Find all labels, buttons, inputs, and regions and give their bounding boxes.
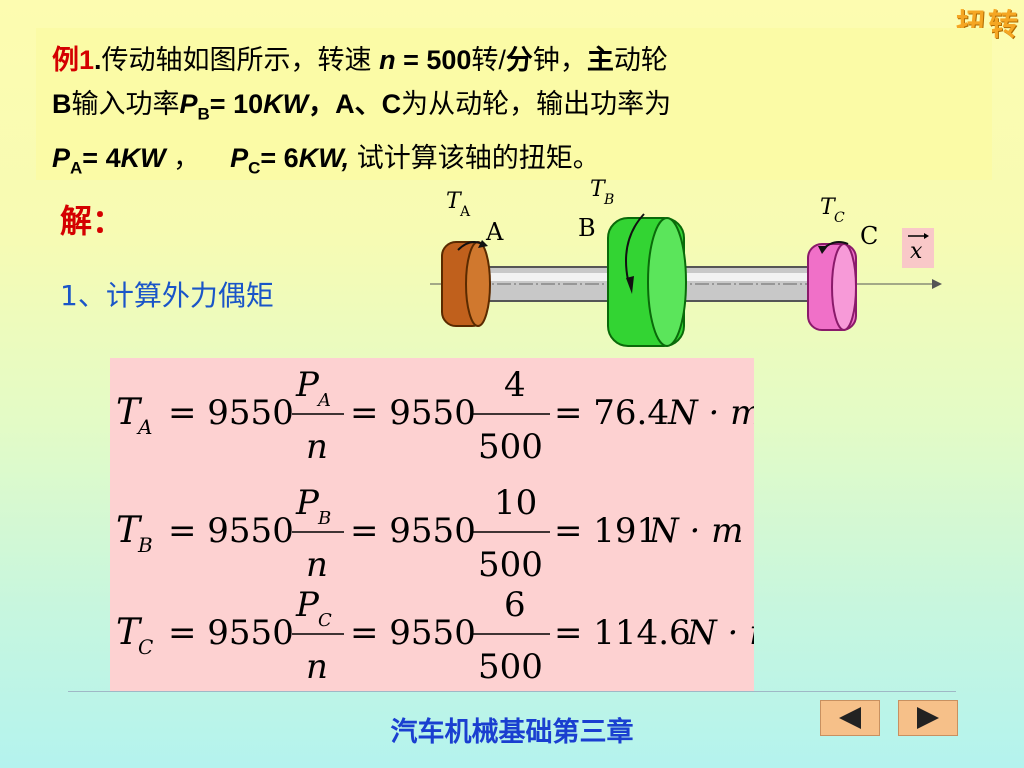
pulley-B (607, 213, 687, 347)
formula-den-n: n (306, 427, 328, 467)
formula-num-sub: A (316, 390, 331, 411)
formula-result: = 114.6 (554, 613, 691, 653)
axis-arrow (932, 279, 942, 289)
formula-coef: = 9550 (168, 511, 294, 551)
sub-A: A (70, 158, 83, 178)
footer-title: 汽车机械基础第三章 (390, 717, 634, 748)
text-seg: = 500 (395, 45, 472, 75)
unit-kw: KW (120, 143, 166, 174)
dot: . (94, 45, 102, 75)
text-seg: 主 (586, 45, 614, 75)
formula-unit: N · m (686, 613, 754, 653)
label-TC: T (820, 195, 837, 220)
text-seg: 传动轴如图所示，转速 (101, 45, 380, 75)
pulley-C (807, 241, 857, 331)
problem-statement: 例1.传动轴如图所示，转速 n = 500转/分钟，主动轮 B输入功率PB= 1… (36, 28, 992, 180)
formula-num-value: 6 (504, 585, 526, 625)
text-seg: 试计算该轴的扭矩。 (349, 143, 600, 174)
formula-num-value: 4 (504, 365, 526, 405)
text-seg: = 4 (82, 143, 121, 174)
label-TA-sub: A (459, 204, 471, 220)
formula-num-value: 10 (494, 483, 537, 523)
pulley-A (441, 240, 491, 327)
text-seg: 钟， (532, 45, 587, 75)
formula-num-sub: C (318, 610, 332, 631)
formula-num-sub: B (317, 508, 331, 529)
next-button[interactable] (898, 700, 958, 736)
formula-unit: N · m (648, 511, 743, 551)
x-axis-label: x (910, 239, 923, 264)
label-TB: T (590, 177, 607, 202)
text-seg: 分 (505, 45, 533, 75)
formula-den-value: 500 (478, 427, 543, 467)
formula-T-sub: C (138, 635, 153, 659)
formula-coef: = 9550 (350, 393, 476, 433)
footer-divider (68, 691, 956, 692)
formula-coef: = 9550 (350, 511, 476, 551)
formula-T: T (116, 612, 143, 653)
text-seg: 动轮 (613, 45, 668, 75)
label-TA: T (446, 189, 463, 214)
step-heading: 1、计算外力偶矩 (60, 279, 274, 312)
formula-num-P: P (295, 483, 320, 523)
triangle-right-icon (917, 707, 939, 729)
sub-B: B (197, 104, 210, 124)
label-B: B (578, 214, 596, 242)
formula-unit: N · m (667, 393, 754, 433)
formula-den-n: n (306, 647, 328, 687)
text-seg: B (52, 89, 72, 119)
formula-result: = 76.4 (554, 393, 669, 433)
triangle-left-icon (839, 707, 861, 729)
text-seg: ， (165, 143, 216, 174)
symbol-P: P (230, 143, 249, 174)
formula-den-n: n (306, 545, 328, 585)
x-axis-label-box (902, 228, 934, 268)
symbol-n: n (379, 45, 396, 75)
label-A: A (485, 218, 504, 246)
formula-num-P: P (295, 365, 320, 405)
formula-coef: = 9550 (350, 613, 476, 653)
formula-coef: = 9550 (168, 393, 294, 433)
shaft-diagram: T A A T B B T C C x (430, 177, 942, 347)
symbol-P: P (52, 143, 71, 174)
solution-label: 解： (60, 202, 125, 240)
sub-C: C (248, 158, 261, 178)
formula-T-sub: B (137, 533, 153, 557)
formula-T-sub: A (136, 415, 152, 439)
symbol-P: P (179, 89, 198, 119)
unit-kw: KW, (298, 143, 350, 174)
example-label: 例1 (52, 45, 95, 75)
formula-den-value: 500 (478, 647, 543, 687)
text-seg: = 10 (209, 89, 264, 119)
formula-num-P: P (295, 585, 320, 625)
text-seg: ，A、C (308, 89, 402, 119)
formula-result: = 191 (554, 511, 658, 551)
label-C: C (860, 222, 878, 250)
text-seg: 输入功率 (71, 89, 180, 119)
label-TB-sub: B (603, 192, 614, 208)
formula-coef: = 9550 (168, 613, 294, 653)
formula-den-value: 500 (478, 545, 543, 585)
unit-kw: KW (263, 89, 309, 119)
text-seg: 为从动轮，输出功率为 (401, 89, 672, 119)
text-seg: = 6 (260, 143, 299, 174)
formula-T: T (116, 510, 143, 551)
label-TC-sub: C (834, 210, 845, 226)
prev-button[interactable] (820, 700, 880, 736)
text-seg: 转/ (471, 45, 506, 75)
formula-T: T (116, 392, 143, 433)
